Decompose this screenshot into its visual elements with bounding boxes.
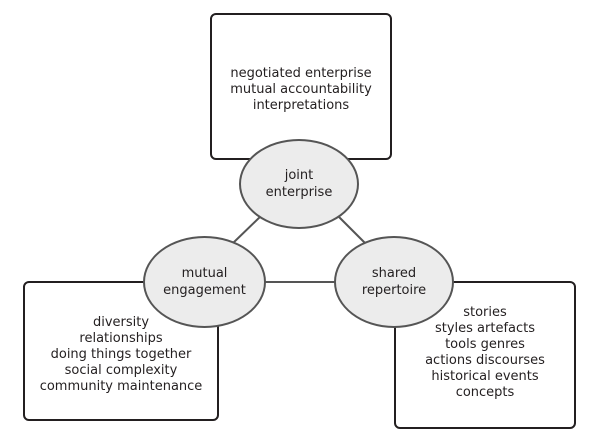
box-right-line: styles artefacts [434,321,536,336]
box-left-line: relationships [79,331,163,346]
box-right-line: stories [463,305,507,320]
box-right-line: tools genres [445,337,525,352]
node-label-line: enterprise [265,185,333,200]
box-left-line: social complexity [64,363,178,378]
connector-joint-mutual [231,213,264,245]
node-label-line: joint [284,168,314,183]
node-label-line: shared [371,266,417,281]
box-right-line: historical events [431,369,539,384]
node-label-line: mutual [181,266,228,281]
shared-repertoire-node: shared repertoire [334,236,454,328]
shared-repertoire-details-box: stories styles artefacts tools genres ac… [394,281,576,429]
joint-enterprise-details-box: negotiated enterprise mutual accountabil… [210,13,392,160]
box-top-line: mutual accountability [230,82,372,97]
box-right-line: actions discourses [425,353,545,368]
joint-enterprise-node: joint enterprise [239,139,359,229]
mutual-engagement-node: mutual engagement [143,236,266,328]
node-label-line: repertoire [361,283,427,298]
box-left-line: diversity [92,315,150,330]
connector-joint-shared [335,213,367,245]
box-left-line: community maintenance [39,379,203,394]
box-top-line: interpretations [252,98,350,113]
box-right-line: concepts [455,385,515,400]
node-label-line: engagement [163,283,246,298]
box-top-line: negotiated enterprise [230,66,372,81]
box-left-line: doing things together [50,347,192,362]
